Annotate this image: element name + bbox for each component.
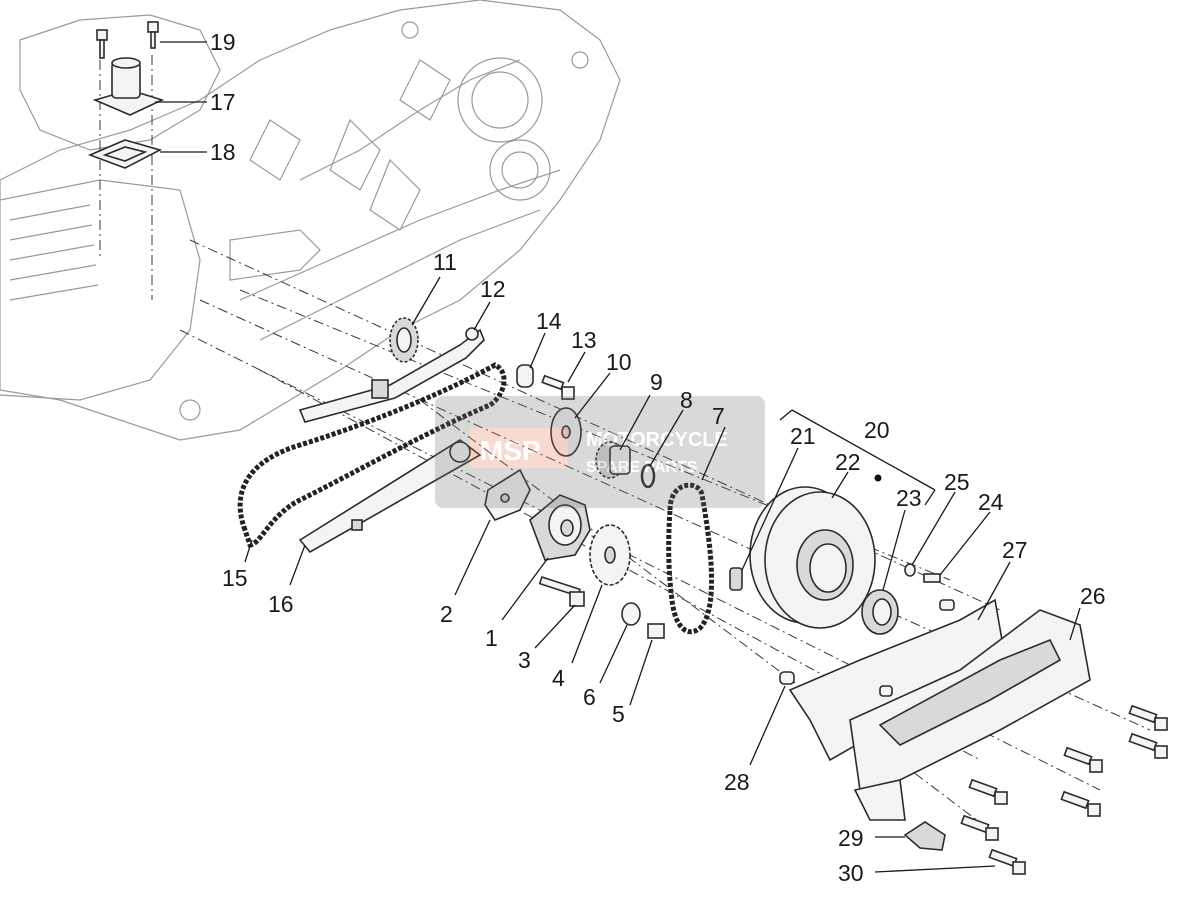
callout-16: 16 xyxy=(268,591,294,617)
chain-tensioner-17 xyxy=(92,57,165,116)
callout-18: 18 xyxy=(210,139,236,165)
callout-labels: 19 17 18 11 12 14 13 10 9 8 7 21 20 22 2… xyxy=(210,29,1106,886)
callout-19: 19 xyxy=(210,29,236,55)
watermark-logo: MSP xyxy=(480,435,541,466)
dowel-28 xyxy=(779,671,795,685)
callout-10: 10 xyxy=(606,349,632,375)
cover-screws xyxy=(879,599,1168,875)
callout-13: 13 xyxy=(571,327,597,353)
oil-pump-1 xyxy=(529,494,591,561)
callout-17: 17 xyxy=(210,89,236,115)
bolt-13 xyxy=(541,374,575,400)
callout-26: 26 xyxy=(1080,583,1106,609)
bolt-3 xyxy=(538,575,585,607)
pump-sprocket-4 xyxy=(589,524,631,586)
callout-5: 5 xyxy=(612,701,625,727)
callout-27: 27 xyxy=(1002,537,1028,563)
washer-10 xyxy=(550,407,582,457)
bushing-14 xyxy=(516,364,534,388)
callout-23: 23 xyxy=(896,485,922,511)
callout-29: 29 xyxy=(838,825,864,851)
callout-8: 8 xyxy=(680,387,693,413)
watermark-line2: SPARE PARTS xyxy=(586,459,698,476)
engine-crankcase-illustration xyxy=(0,0,621,441)
callout-22: 22 xyxy=(835,449,861,475)
tensioner-slider-12 xyxy=(298,327,485,423)
pump-chain-7 xyxy=(666,482,714,635)
callout-14: 14 xyxy=(536,308,562,334)
watermark-line1: MOTORCYCLE xyxy=(586,429,728,451)
screw-24 xyxy=(923,573,941,583)
callout-9: 9 xyxy=(650,369,663,395)
callout-28: 28 xyxy=(724,769,750,795)
callout-1: 1 xyxy=(485,625,498,651)
watermark: MSP MOTORCYCLE SPARE PARTS xyxy=(435,396,765,508)
callout-24: 24 xyxy=(978,489,1004,515)
nut-5 xyxy=(647,623,665,639)
marker-dot-22 xyxy=(874,474,882,482)
callout-7: 7 xyxy=(712,403,725,429)
clip-21 xyxy=(729,567,743,591)
o-ring-8 xyxy=(640,463,656,489)
bracket-29 xyxy=(903,821,946,851)
chain-guide-16 xyxy=(298,439,482,554)
callout-2: 2 xyxy=(440,601,453,627)
callout-30: 30 xyxy=(838,860,864,886)
callout-20: 20 xyxy=(864,417,890,443)
plate-2 xyxy=(484,468,531,521)
callout-21: 21 xyxy=(790,423,816,449)
callout-4: 4 xyxy=(552,665,565,691)
crank-sprocket-11 xyxy=(389,317,419,363)
callout-3: 3 xyxy=(518,647,531,673)
screw-19 xyxy=(96,21,159,59)
gasket-18 xyxy=(87,139,163,169)
drive-gear-9 xyxy=(595,441,631,479)
timing-chain-15 xyxy=(237,362,507,548)
callout-11: 11 xyxy=(433,249,457,275)
leader-lines xyxy=(155,41,1081,873)
callout-12: 12 xyxy=(480,276,506,302)
washer-25 xyxy=(904,563,916,577)
cover-20 xyxy=(749,486,876,629)
washer-6 xyxy=(621,602,641,626)
oil-seal-23 xyxy=(861,589,899,635)
sump-cover-26 xyxy=(849,609,1091,821)
callout-25: 25 xyxy=(944,469,970,495)
callout-15: 15 xyxy=(222,565,248,591)
callout-6: 6 xyxy=(583,684,596,710)
